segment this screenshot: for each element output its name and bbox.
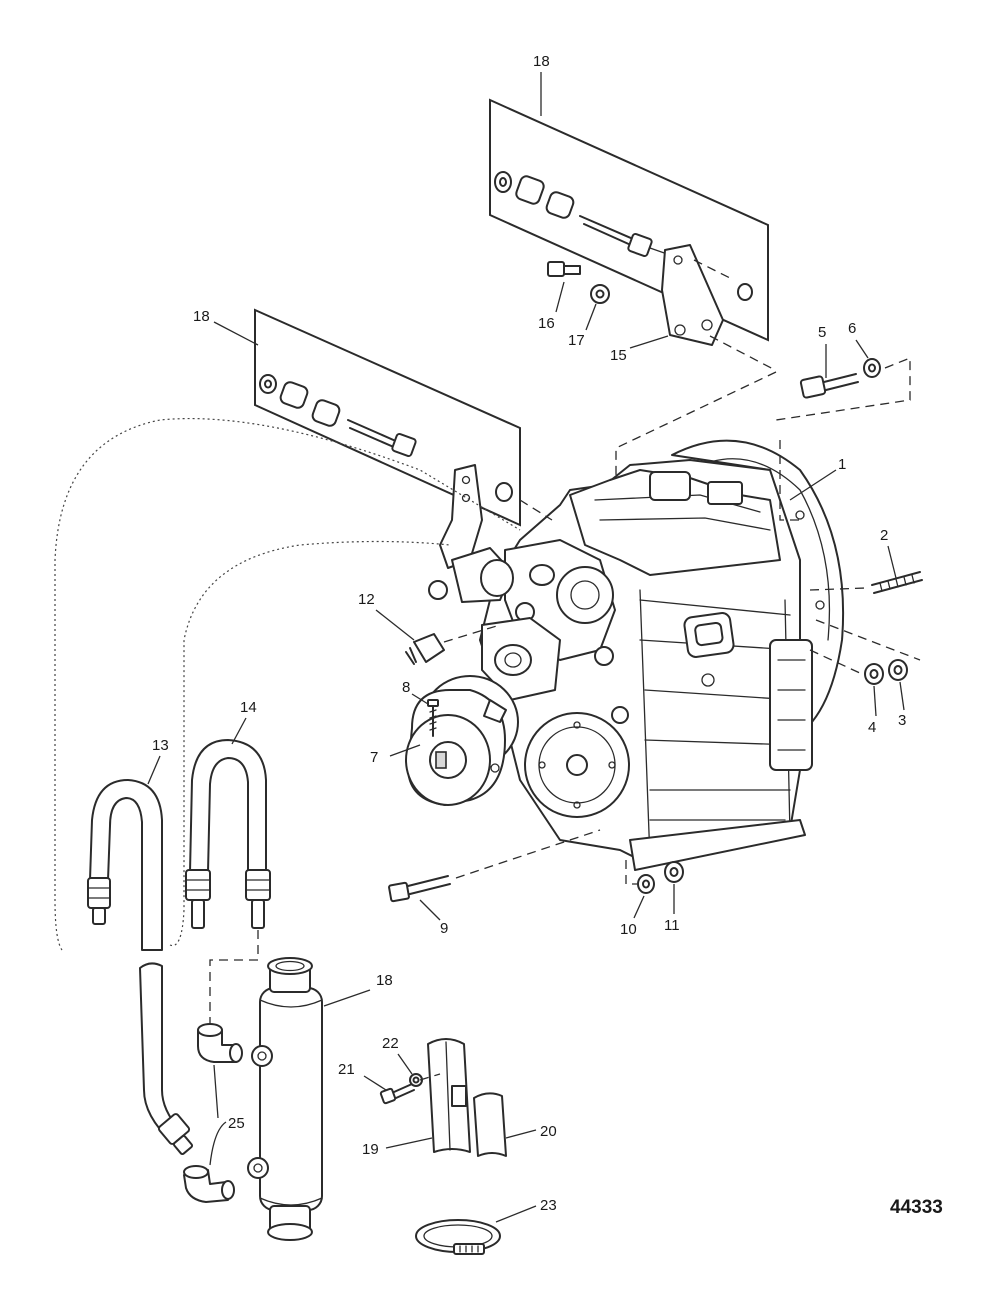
callout-5: 5 (818, 324, 826, 341)
side-bracket (428, 464, 483, 600)
temperature-sender (405, 633, 445, 665)
washer-10 (637, 874, 655, 894)
elbow-fitting-upper (197, 1023, 243, 1063)
dash-lower-mount (519, 499, 553, 521)
bolt-16 (547, 261, 581, 277)
callout-7: 7 (370, 749, 378, 766)
callout-19: 18 (376, 972, 393, 989)
dash-flange (779, 440, 800, 521)
callout-9: 9 (440, 920, 448, 937)
nut-4 (864, 663, 884, 685)
leader-17 (585, 303, 597, 331)
leader-24 (495, 1205, 537, 1223)
mount-kit-panel-lower (254, 308, 521, 527)
washer-3 (888, 659, 908, 681)
dash-upper-mount (615, 371, 777, 476)
nut-11 (664, 861, 684, 883)
callout-23: 22 (382, 1035, 399, 1052)
route-hose-14 (209, 930, 259, 1040)
leader-14 (231, 717, 247, 745)
route-dotted-inner (169, 540, 451, 947)
washer-17 (590, 284, 610, 304)
oil-cooler (247, 957, 323, 1241)
callout-11: 11 (664, 917, 680, 934)
leader-18-lower (213, 321, 259, 346)
screw-22 (379, 1083, 415, 1105)
dash-stud-2 (809, 587, 867, 591)
callout-2: 2 (880, 527, 888, 544)
figure-number: 44333 (890, 1197, 943, 1218)
callout-10: 10 (620, 921, 637, 938)
leader-12 (375, 609, 415, 641)
leader-21 (505, 1129, 537, 1139)
dash-stud-3-4 (809, 619, 921, 675)
leader-8 (411, 693, 429, 705)
callout-18-upper: 18 (533, 53, 550, 70)
leader-25 (209, 1064, 227, 1166)
leader-16 (555, 281, 565, 313)
leader-10 (633, 895, 645, 919)
callout-1: 1 (838, 456, 846, 473)
callout-17: 17 (568, 332, 585, 349)
leader-2 (887, 545, 897, 579)
callout-21: 20 (540, 1123, 557, 1140)
callout-12: 12 (358, 591, 375, 608)
dash-bolt-9 (455, 829, 601, 879)
hose-13 (87, 779, 163, 951)
dash-sender (443, 624, 501, 643)
callout-4: 4 (868, 719, 876, 736)
callout-25: 25 (228, 1115, 245, 1132)
leader-7 (389, 744, 421, 757)
callout-24: 23 (540, 1197, 557, 1214)
lower-hose (139, 962, 194, 1156)
route-dotted-outer (54, 418, 521, 951)
callout-16: 16 (538, 315, 555, 332)
bolt-9 (388, 875, 451, 903)
leader-22 (363, 1075, 387, 1091)
callout-14: 14 (240, 699, 257, 716)
leader-3 (899, 681, 905, 711)
hose-14 (185, 739, 271, 929)
leader-13 (147, 755, 161, 785)
leader-20 (385, 1137, 433, 1149)
mount-bracket (661, 244, 776, 371)
callout-22: 21 (338, 1061, 355, 1078)
callout-3: 3 (898, 712, 906, 729)
nut-6 (863, 358, 881, 378)
rubber-pad (473, 1092, 507, 1157)
dash-washer-10 (625, 860, 637, 885)
leader-19 (323, 989, 371, 1007)
elbow-fitting-lower (183, 1165, 235, 1203)
cooler-bracket (427, 1038, 471, 1153)
dash-screw-22 (419, 1073, 441, 1081)
screw-8 (427, 699, 439, 737)
leader-1 (789, 469, 837, 501)
callout-18-lower: 18 (193, 308, 210, 325)
hose-clamp (415, 1219, 501, 1255)
transmission-housing (451, 439, 845, 871)
stud-2 (871, 571, 923, 594)
callout-8: 8 (402, 679, 410, 696)
dash-route-5-6 (775, 357, 911, 421)
leader-6 (855, 339, 869, 359)
callout-20: 19 (362, 1141, 379, 1158)
leader-15 (629, 335, 669, 349)
bolt-5 (799, 373, 859, 399)
leader-23 (397, 1053, 413, 1075)
mount-kit-panel-upper (489, 98, 769, 342)
leader-9 (419, 899, 441, 921)
callout-13: 13 (152, 737, 169, 754)
drive-coupler (405, 675, 519, 806)
callout-6: 6 (848, 320, 856, 337)
leader-4 (873, 685, 877, 717)
callout-15: 15 (610, 347, 627, 364)
